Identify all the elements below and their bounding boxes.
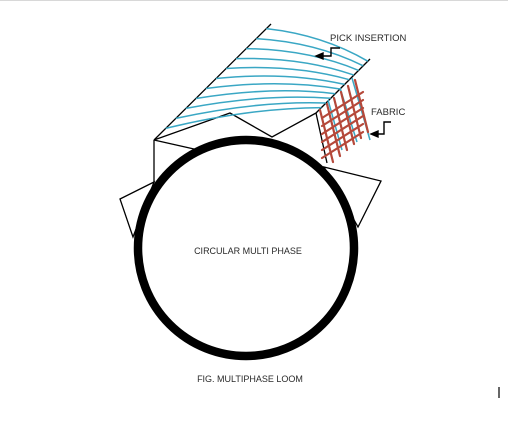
center-label: CIRCULAR MULTI PHASE [194,246,302,256]
pick-insertion-lines [165,27,371,151]
pick-insertion-line [205,83,341,90]
pick-insertion-line [195,90,336,100]
pick-insertion-line [226,66,350,81]
arrow-pointer-icon [314,47,340,61]
pick-insertion-line [236,57,355,76]
pick-insertion-line [256,37,364,67]
fabric-weft-line [320,90,365,120]
pick-insertion-line [266,27,369,62]
figure-caption: FIG. MULTIPHASE LOOM [197,374,303,384]
fabric-warp-line [353,78,370,134]
pick-insertion-line [246,47,359,72]
arrow-pointer-icon [369,121,391,139]
pick-insertion-line [165,106,322,130]
fabric-warp-line [346,84,363,140]
fabric-weft-line [320,98,365,128]
pick-insertion-line [215,75,345,86]
fabric-weft-line [320,106,365,136]
circular-loom-ring [133,135,359,361]
pick-insertion-label: PICK INSERTION [330,33,407,44]
fabric-warp-line [332,96,349,152]
pick-insertion-line [175,102,327,120]
fabric-weft-line [320,122,365,152]
shed-band-outline [153,23,371,164]
fabric-weave-lines [318,78,370,164]
fabric-weft-line [320,130,365,160]
top-border [0,0,508,1]
pick-insertion-line [185,96,331,110]
fabric-weft-line [320,114,365,144]
fabric-label: FABRIC [371,107,405,118]
